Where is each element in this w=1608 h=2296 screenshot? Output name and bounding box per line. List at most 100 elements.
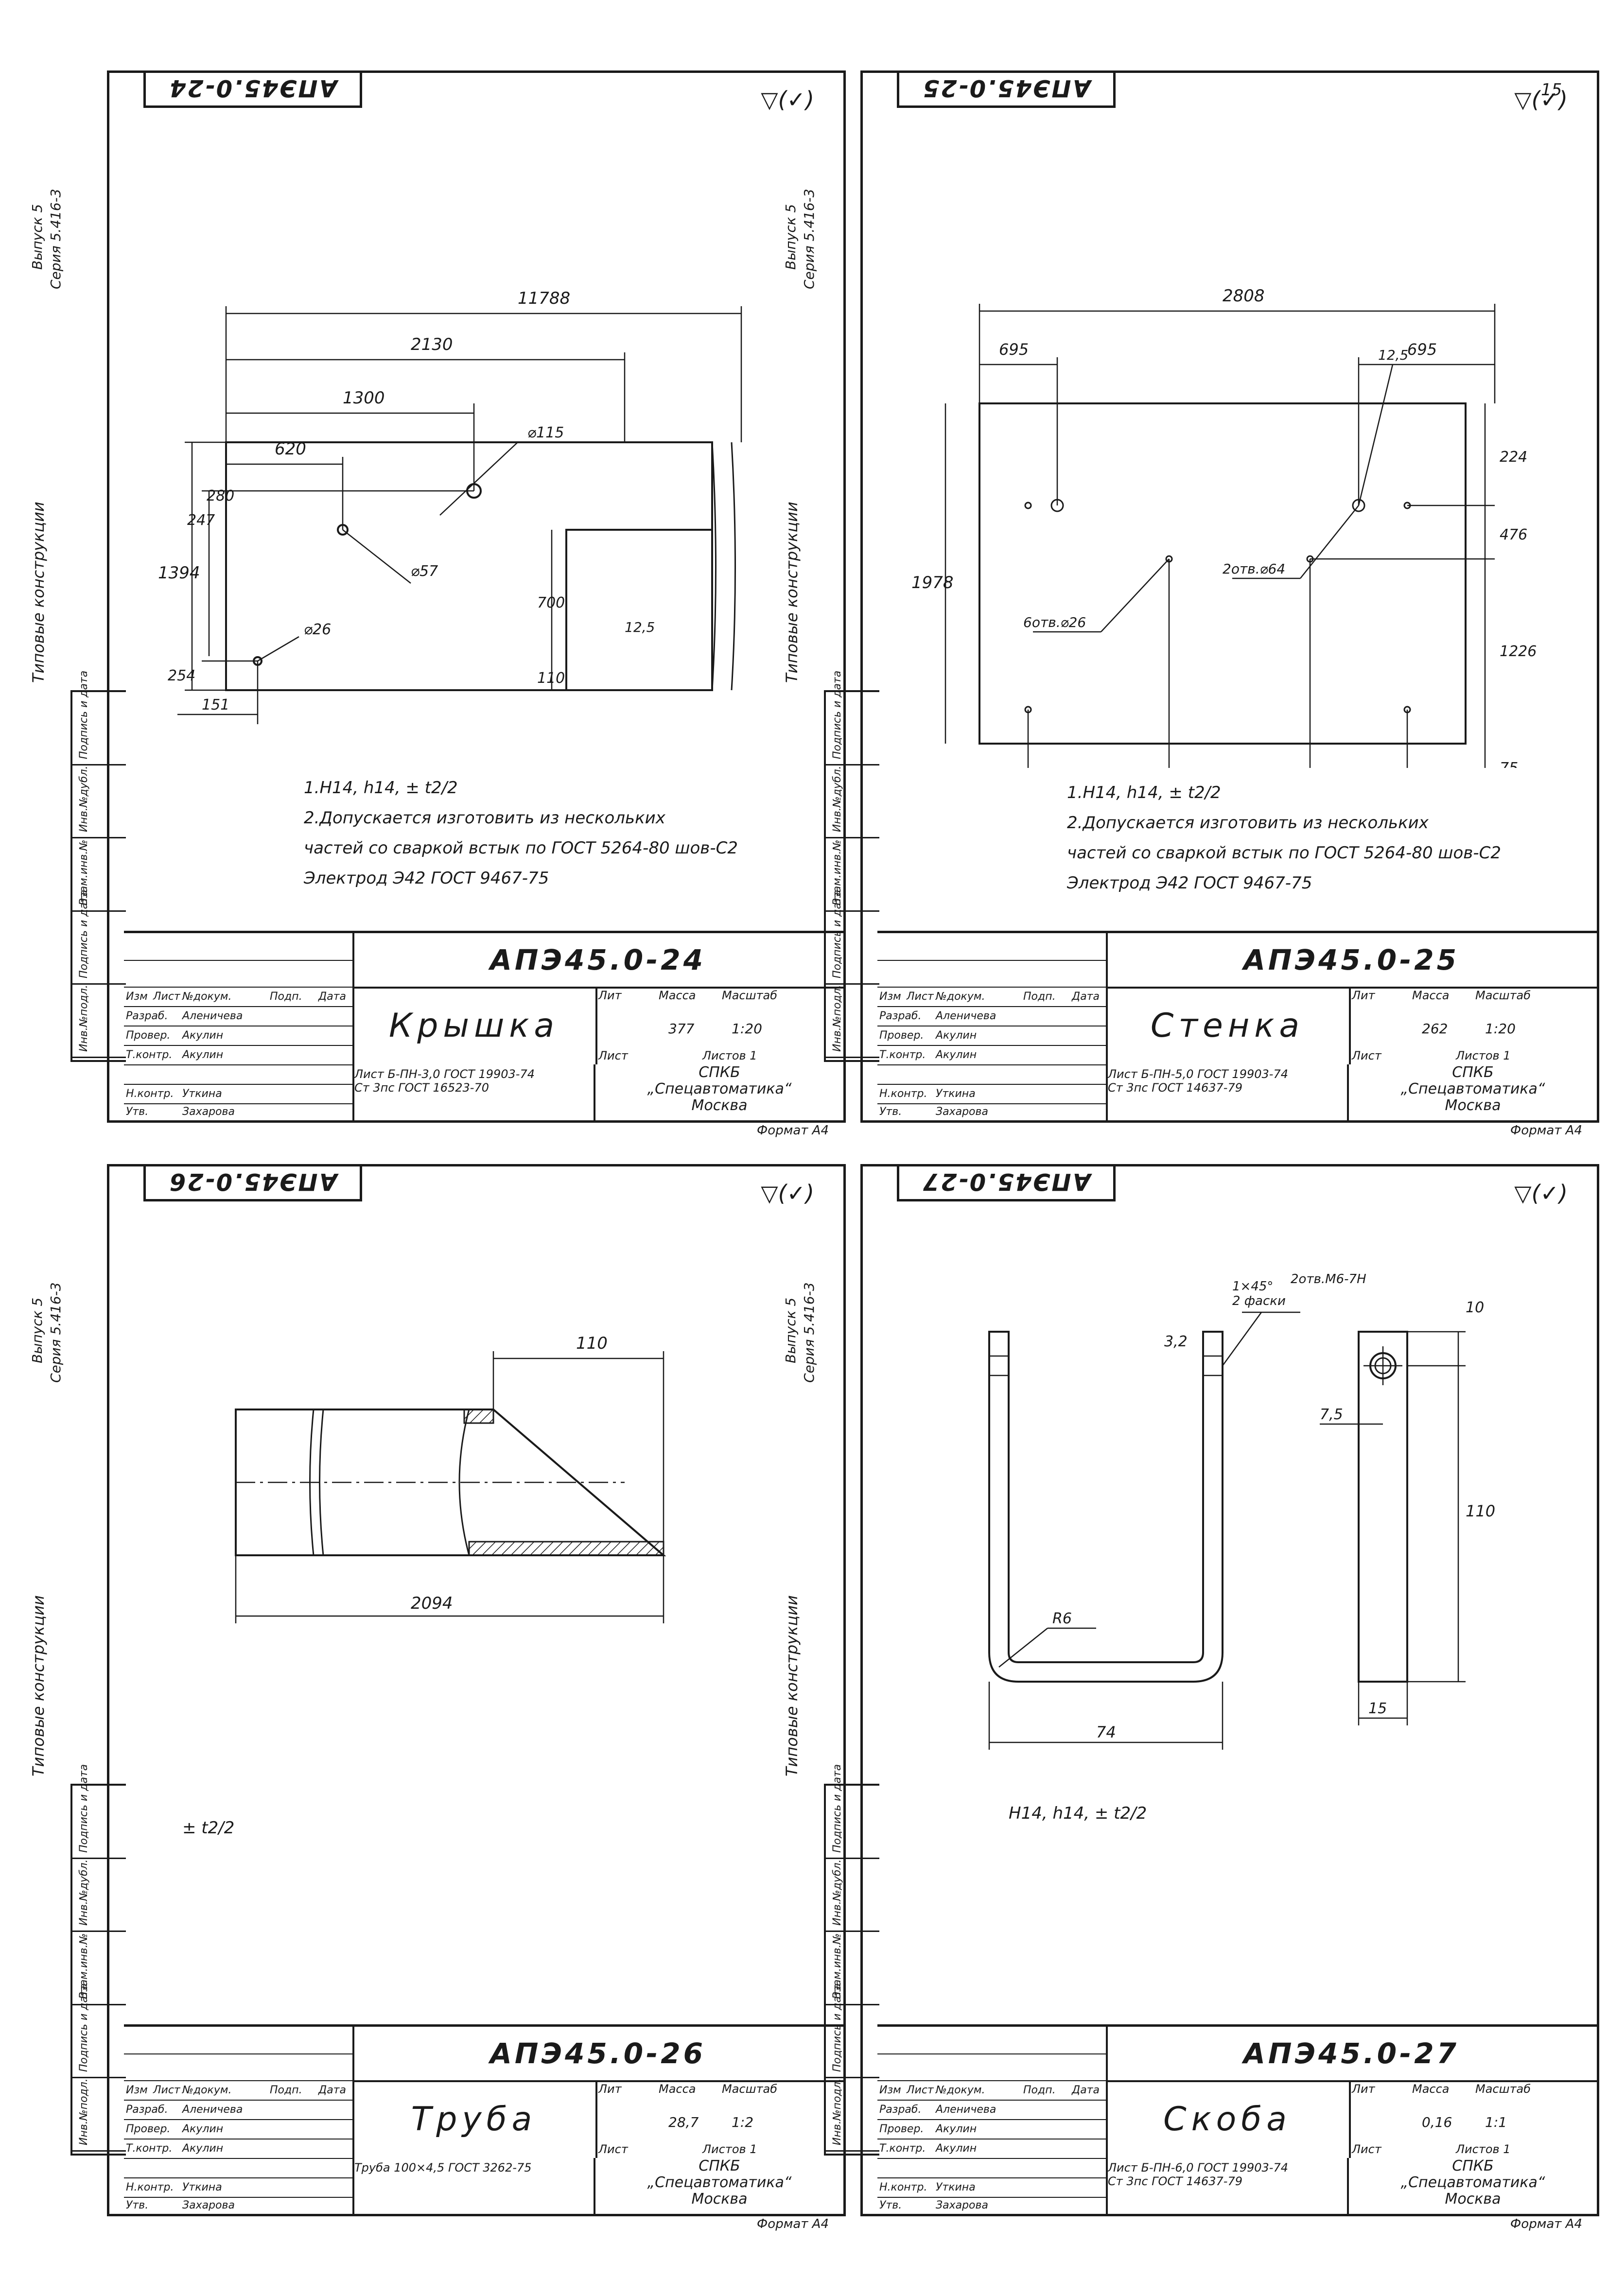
- dim-224: 224: [1500, 449, 1527, 466]
- label-izm: Изм: [879, 991, 901, 1003]
- dim-7-5: 7,5: [1320, 1406, 1343, 1423]
- inverted-code-box: АПЭ45.0-24: [143, 70, 362, 108]
- label-data: Дата: [318, 991, 346, 1003]
- person-nkontr: Уткина: [182, 2181, 222, 2193]
- label-scale: Масштаб: [722, 2082, 778, 2096]
- dim-254: 254: [168, 667, 195, 684]
- note-line: частей со сваркой встык по ГОСТ 5264-80 …: [1067, 843, 1501, 863]
- signature-grid: Изм Лист №докум. Подп. Дата Разраб. Ален…: [877, 933, 1108, 1120]
- person-prover: Акулин: [182, 1029, 224, 1042]
- label-list: Лист: [153, 2084, 180, 2096]
- org-line-2: „Спецавтоматика“: [1400, 1080, 1545, 1097]
- part-drawing-bracket: 1×45° 2 фаски 2отв.М6-7Н 3,2 10 7,5 110 …: [988, 1272, 1495, 1750]
- sheet-frame: Подпись и дата Инв.№дубл. Взам.инв.№ Под…: [70, 1164, 846, 2231]
- format-label: Формат А4: [1510, 2217, 1582, 2231]
- roughness-symbol: ▽(✓): [1514, 87, 1568, 113]
- label-mass: Масса: [659, 2082, 696, 2096]
- label-tkontr: Т.контр.: [879, 1049, 926, 1061]
- label-podp: Подп.: [1023, 991, 1056, 1003]
- margin-strip: Подпись и дата Инв.№дубл. Взам.инв.№ Под…: [70, 1764, 126, 2156]
- person-prover: Акулин: [936, 1029, 977, 1042]
- margin-strip: Подпись и дата Инв.№дубл. Взам.инв.№ Под…: [70, 670, 126, 1062]
- dim-1300: 1300: [343, 388, 385, 408]
- person-tkontr: Акулин: [182, 2142, 224, 2155]
- dim-overall-width: 11788: [518, 289, 570, 308]
- signature-grid: Изм Лист №докум. Подп. Дата Разраб. Ален…: [124, 933, 354, 1120]
- drawing-code: АПЭ45.0-27: [1106, 2027, 1597, 2082]
- label-izm: Изм: [126, 2084, 148, 2096]
- technical-notes: ± t2/2: [182, 1813, 234, 1843]
- format-label: Формат А4: [1510, 1123, 1582, 1138]
- label-prover: Провер.: [126, 1029, 171, 1042]
- label-prover: Провер.: [126, 2123, 171, 2135]
- dim-dia-57: ⌀57: [411, 563, 438, 580]
- note-line: Электрод Э42 ГОСТ 9467-75: [304, 869, 549, 888]
- title-block: Изм Лист №докум. Подп. Дата Разраб. Ален…: [877, 931, 1597, 1138]
- format-label: Формат А4: [756, 2217, 829, 2231]
- mass-scale-block: Лит Масса Масштаб 28,7 1:2 Лист Листов 1: [595, 2080, 843, 2158]
- dim-110: 110: [537, 670, 565, 687]
- material-spec: Лист Б-ПН-3,0 ГОСТ 19903-74 Ст 3пс ГОСТ …: [352, 1064, 595, 1120]
- note-line: частей со сваркой встык по ГОСТ 5264-80 …: [304, 838, 738, 858]
- dim-chamfer: 1×45°: [1232, 1279, 1273, 1294]
- person-razrab: Аленичева: [182, 2104, 243, 2116]
- label-sheet: Лист: [1352, 2142, 1381, 2156]
- roughness-symbol: ▽(✓): [761, 1180, 814, 1206]
- dim-10: 10: [1466, 1299, 1484, 1316]
- note-line: 2.Допускается изготовить из нескольких: [304, 808, 665, 828]
- person-razrab: Аленичева: [936, 1010, 996, 1022]
- dim-2130: 2130: [411, 335, 453, 354]
- scale-value: 1:20: [732, 1021, 762, 1037]
- mass-scale-block: Лит Масса Масштаб 0,16 1:1 Лист Листов 1: [1349, 2080, 1597, 2158]
- org-line-3: Москва: [1445, 1097, 1501, 1114]
- dim-695-right: 695: [1407, 340, 1437, 359]
- dim-247: 247: [187, 512, 215, 529]
- label-mass: Масса: [1412, 989, 1450, 1002]
- label-sheets: Листов 1: [702, 2142, 757, 2156]
- margin-strip: Подпись и дата Инв.№дубл. Взам.инв.№ Под…: [824, 670, 879, 1062]
- label-tkontr: Т.контр.: [126, 1049, 173, 1061]
- part-name: Труба: [352, 2080, 597, 2158]
- inverted-code-box: АПЭ45.0-26: [143, 1164, 362, 1201]
- dim-2-holes-64: 2отв.⌀64: [1223, 561, 1285, 577]
- drawing-sheet-1: Выпуск 5 Серия 5.416-3 Типовые конструкц…: [29, 70, 846, 1138]
- person-utv: Захарова: [936, 2199, 988, 2211]
- series-line-1: Выпуск 5: [29, 204, 45, 270]
- dim-2-chamfers: 2 фаски: [1232, 1294, 1286, 1308]
- label-podp: Подп.: [1023, 2084, 1056, 2096]
- dim-700: 700: [537, 594, 565, 611]
- sheet-frame: Подпись и дата Инв.№дубл. Взам.инв.№ Под…: [824, 70, 1599, 1138]
- label-sheet: Лист: [1352, 1049, 1381, 1062]
- org-line-3: Москва: [691, 2191, 748, 2208]
- person-utv: Захарова: [936, 1106, 988, 1118]
- org-line-3: Москва: [1445, 2191, 1501, 2208]
- organization: СПКБ „Спецавтоматика“ Москва: [1349, 2158, 1597, 2214]
- strip-label: Инв.№подл.: [831, 2078, 843, 2146]
- series-line-2: Серия 5.416-3: [801, 1282, 817, 1383]
- dim-1978: 1978: [911, 573, 954, 592]
- label-sheet: Лист: [598, 1049, 628, 1062]
- label-sheets: Листов 1: [702, 1049, 757, 1062]
- series-line-2: Серия 5.416-3: [48, 189, 64, 289]
- roughness-value: 12,5: [625, 619, 655, 635]
- inverted-code: АПЭ45.0-24: [168, 74, 337, 102]
- label-ndoc: №докум.: [936, 991, 985, 1003]
- material-line-1: Труба 100×4,5 ГОСТ 3262-75: [354, 2161, 532, 2174]
- label-ndoc: №докум.: [182, 991, 232, 1003]
- org-line-1: СПКБ: [1452, 1064, 1494, 1081]
- label-razrab: Разраб.: [126, 1010, 168, 1022]
- sheet-frame: Подпись и дата Инв.№дубл. Взам.инв.№ Под…: [824, 1164, 1599, 2231]
- label-ndoc: №докум.: [936, 2084, 985, 2096]
- org-line-3: Москва: [691, 1097, 748, 1114]
- note-line: 2.Допускается изготовить из нескольких: [1067, 813, 1429, 833]
- typical-label: Типовые конструкции: [29, 1595, 48, 1776]
- material-line-2: Ст 3пс ГОСТ 16523-70: [354, 1081, 489, 1095]
- label-scale: Масштаб: [1475, 989, 1531, 1002]
- mass-scale-block: Лит Масса Масштаб 262 1:20 Лист Листов 1: [1349, 987, 1597, 1064]
- series-label: Выпуск 5 Серия 5.416-3: [24, 158, 83, 304]
- part-drawing-pipe: 110 2094: [235, 1334, 666, 1623]
- label-tkontr: Т.контр.: [126, 2142, 173, 2155]
- strip-label: Инв.№подл.: [78, 985, 90, 1052]
- mass-value: 28,7: [668, 2114, 699, 2130]
- label-prover: Провер.: [879, 1029, 924, 1042]
